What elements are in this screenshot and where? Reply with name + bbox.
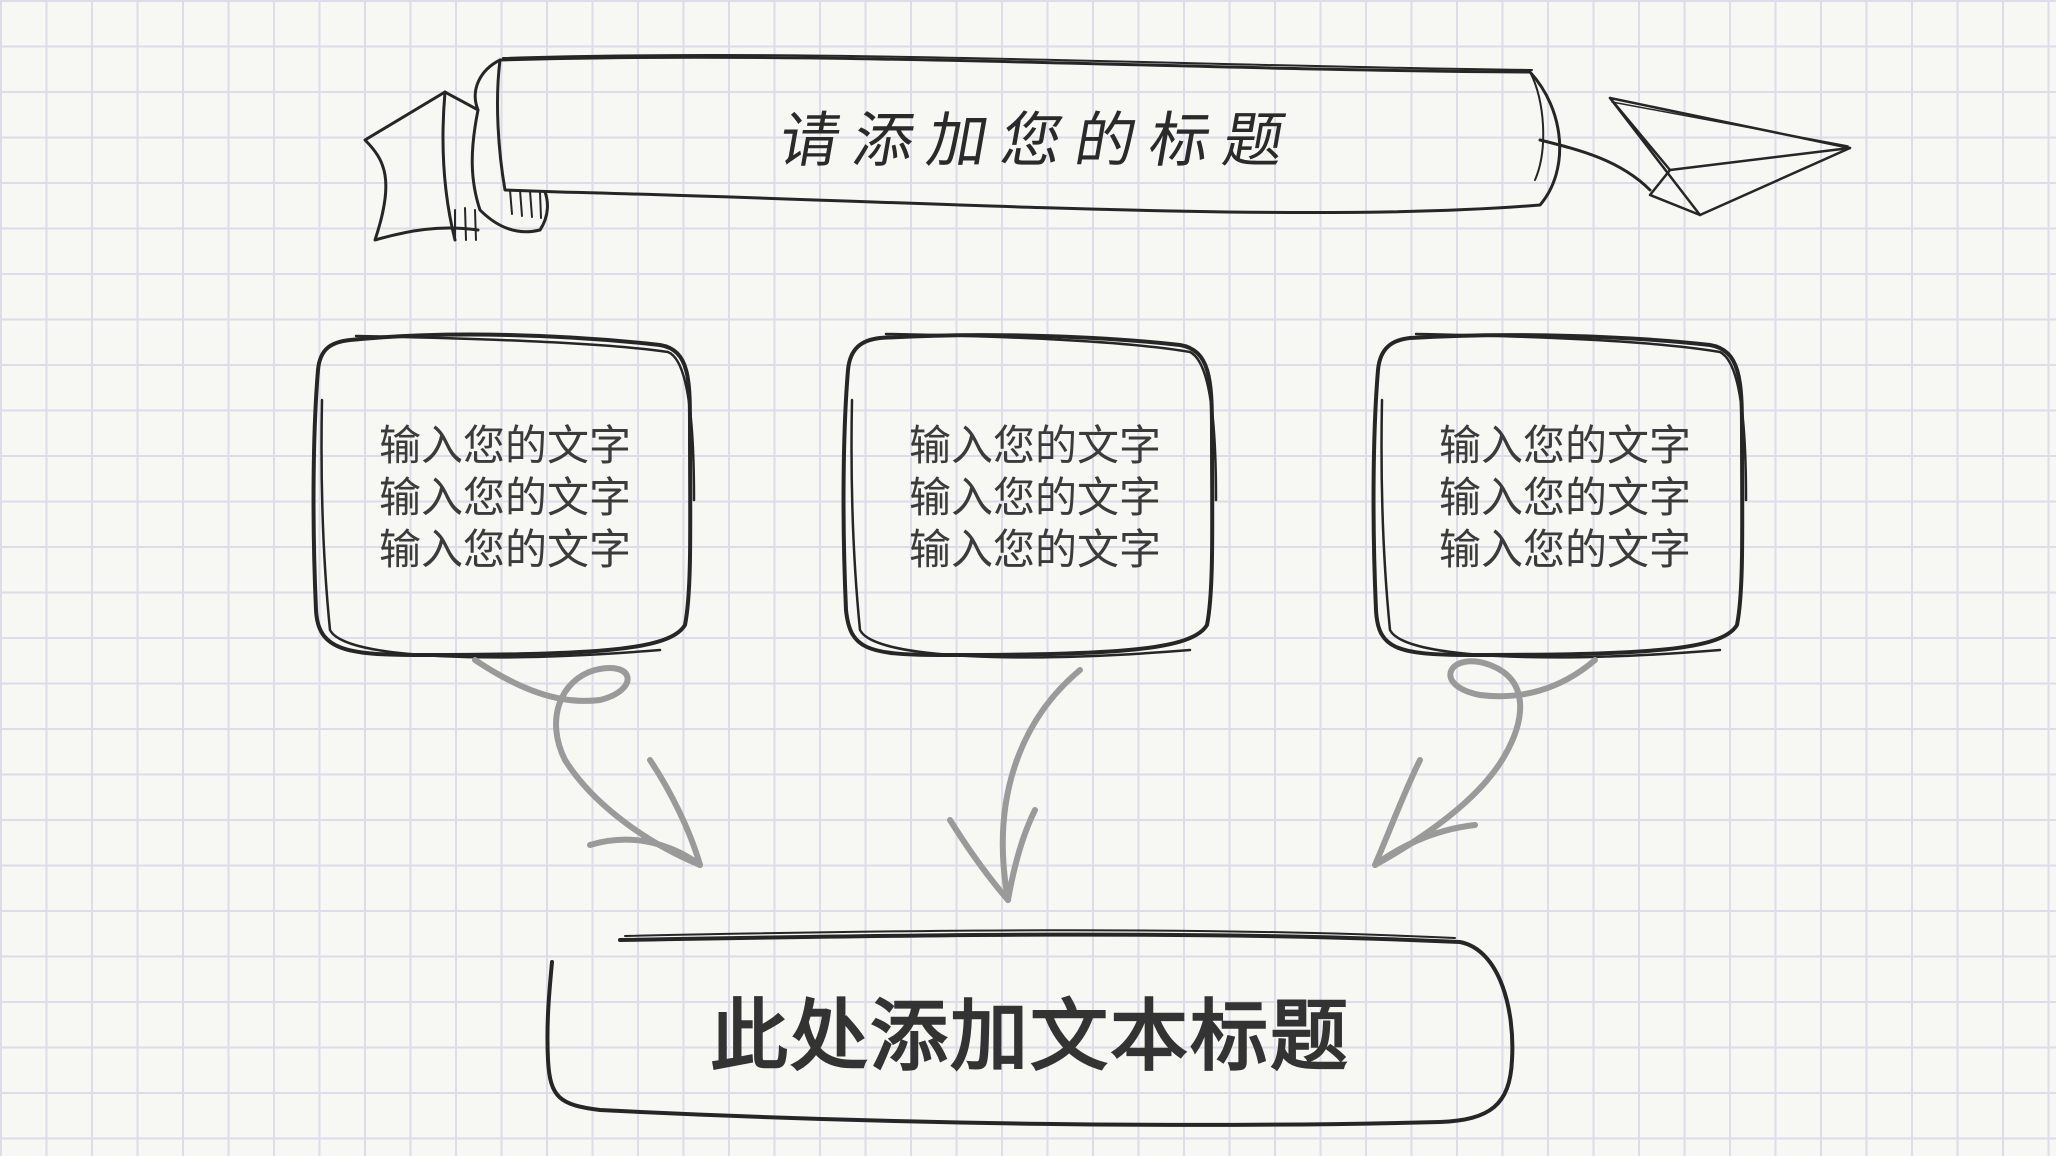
- text-box-1: 输入您的文字 输入您的文字 输入您的文字: [340, 420, 670, 576]
- text-box-1-line-1: 输入您的文字: [340, 420, 670, 472]
- text-box-2-line-3: 输入您的文字: [870, 524, 1200, 576]
- bottom-title: 此处添加文本标题: [560, 975, 1500, 1085]
- paper-plane-icon: [1610, 98, 1850, 215]
- page-title: 请添加您的标题: [752, 90, 1328, 180]
- text-box-2: 输入您的文字 输入您的文字 输入您的文字: [870, 420, 1200, 576]
- text-box-3-line-1: 输入您的文字: [1400, 420, 1730, 472]
- arrow-1: [475, 660, 700, 865]
- text-box-1-line-3: 输入您的文字: [340, 524, 670, 576]
- arrow-3: [1375, 660, 1595, 865]
- text-box-3: 输入您的文字 输入您的文字 输入您的文字: [1400, 420, 1730, 576]
- arrow-2: [950, 670, 1080, 900]
- text-box-1-line-2: 输入您的文字: [340, 472, 670, 524]
- text-box-2-line-2: 输入您的文字: [870, 472, 1200, 524]
- text-box-3-line-2: 输入您的文字: [1400, 472, 1730, 524]
- text-box-2-line-1: 输入您的文字: [870, 420, 1200, 472]
- text-box-3-line-3: 输入您的文字: [1400, 524, 1730, 576]
